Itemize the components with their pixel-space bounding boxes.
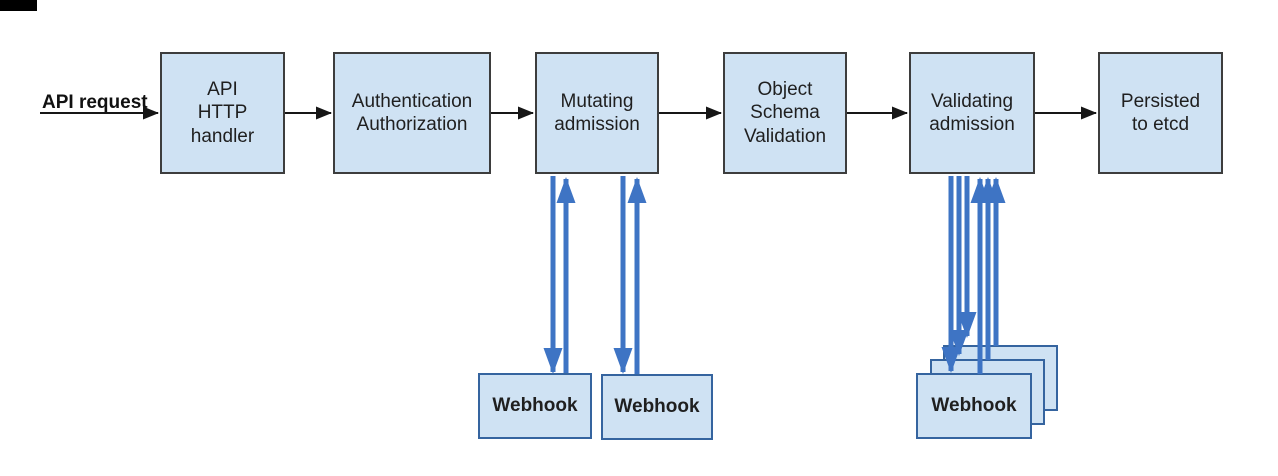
node-validating-admission: Validating admission: [909, 52, 1035, 174]
node-label: Mutating admission: [554, 90, 640, 135]
node-authentication-authorization: Authentication Authorization: [333, 52, 491, 174]
node-label: Webhook: [931, 395, 1017, 417]
node-label: Validating admission: [929, 90, 1015, 135]
node-label: Authentication Authorization: [351, 90, 473, 135]
node-api-http-handler: API HTTP handler: [160, 52, 285, 174]
node-object-schema-validation: Object Schema Validation: [723, 52, 847, 174]
api-request-label: API request: [42, 92, 148, 114]
node-label: API HTTP handler: [190, 79, 255, 147]
node-label: Webhook: [492, 395, 578, 417]
node-label: Object Schema Validation: [743, 79, 827, 147]
api-request-label-text: API request: [42, 92, 148, 113]
node-validating-webhook-front: Webhook: [916, 373, 1032, 439]
node-label: Persisted to etcd: [1120, 90, 1201, 135]
node-label: Webhook: [614, 396, 700, 418]
corner-artifact: [0, 0, 37, 11]
node-mutating-webhook-1: Webhook: [478, 373, 592, 439]
node-mutating-webhook-2: Webhook: [601, 374, 713, 440]
node-persisted-to-etcd: Persisted to etcd: [1098, 52, 1223, 174]
node-mutating-admission: Mutating admission: [535, 52, 659, 174]
